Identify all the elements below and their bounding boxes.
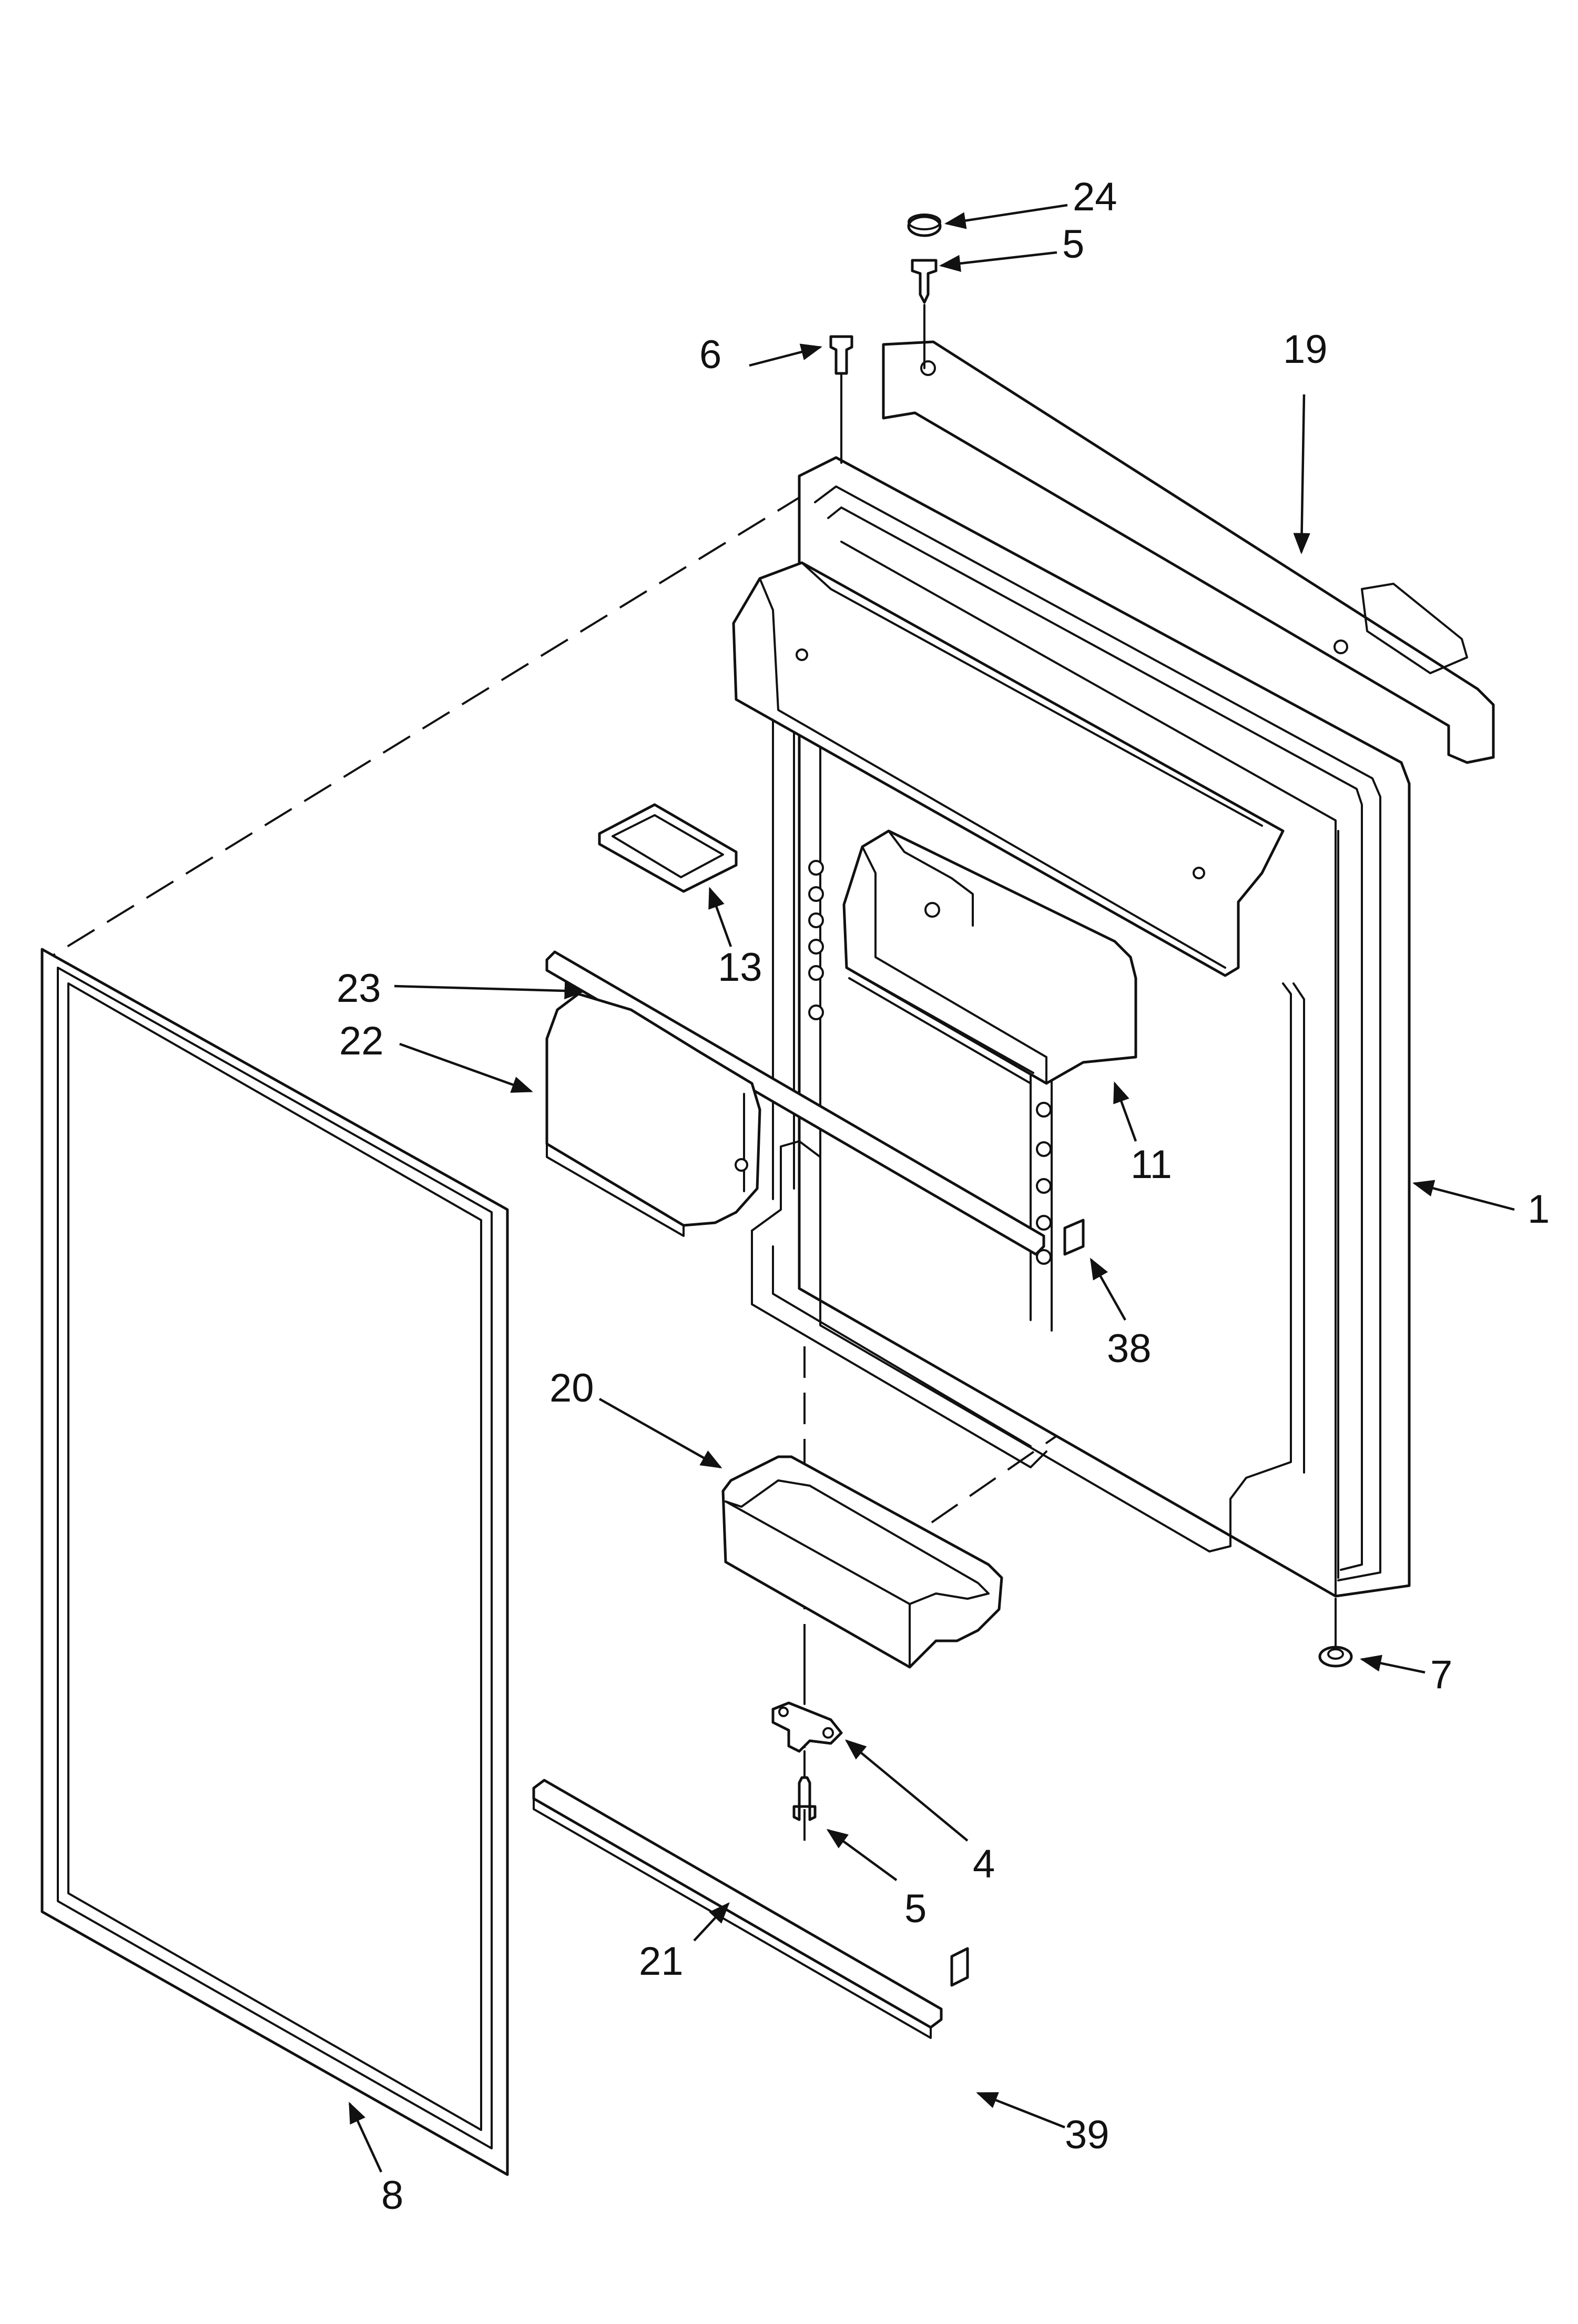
callout-1: 1 xyxy=(1528,1187,1550,1232)
callout-20: 20 xyxy=(549,1366,594,1410)
rail-end-cap-39 xyxy=(950,1947,969,1987)
lower-door-shelf xyxy=(751,1140,1047,1468)
bushing xyxy=(1318,1598,1353,1668)
bottom-hinge xyxy=(771,1648,843,1753)
screw-top xyxy=(911,259,938,369)
screw-bottom xyxy=(792,1750,817,1821)
rail-pegs xyxy=(808,860,1052,1265)
upper-door-shelf xyxy=(732,561,1285,977)
callout-6: 6 xyxy=(699,332,721,377)
callout-11: 11 xyxy=(1131,1142,1172,1187)
hole-plug xyxy=(907,214,942,237)
callout-4: 4 xyxy=(973,1842,995,1886)
dairy-bin xyxy=(842,829,1137,1085)
hinge-pin xyxy=(829,335,853,464)
callout-22: 22 xyxy=(339,1019,384,1063)
bottom-trim xyxy=(532,1779,943,2039)
callout-13: 13 xyxy=(718,945,762,990)
callout-8: 8 xyxy=(381,2173,403,2218)
callout-5-bottom: 5 xyxy=(904,1886,927,1931)
callout-7: 7 xyxy=(1430,1652,1452,1697)
callout-leaders xyxy=(348,204,1515,2173)
callout-38: 38 xyxy=(1107,1326,1152,1371)
door-bin xyxy=(721,1455,1003,1669)
callout-21: 21 xyxy=(639,1939,684,1984)
callout-23: 23 xyxy=(337,966,381,1011)
rail-end-cap-38 xyxy=(1063,1219,1085,1256)
top-trim xyxy=(882,340,1495,764)
callout-5-top: 5 xyxy=(1062,222,1084,267)
dairy-door xyxy=(545,992,761,1237)
shelf-insert xyxy=(598,803,738,893)
callout-39: 39 xyxy=(1065,2113,1109,2157)
callout-19: 19 xyxy=(1283,327,1328,372)
callout-labels: 24 5 19 6 13 23 22 11 1 38 20 7 4 5 21 8… xyxy=(337,175,1550,2218)
callout-24: 24 xyxy=(1073,175,1117,219)
door-gasket xyxy=(40,948,509,2176)
